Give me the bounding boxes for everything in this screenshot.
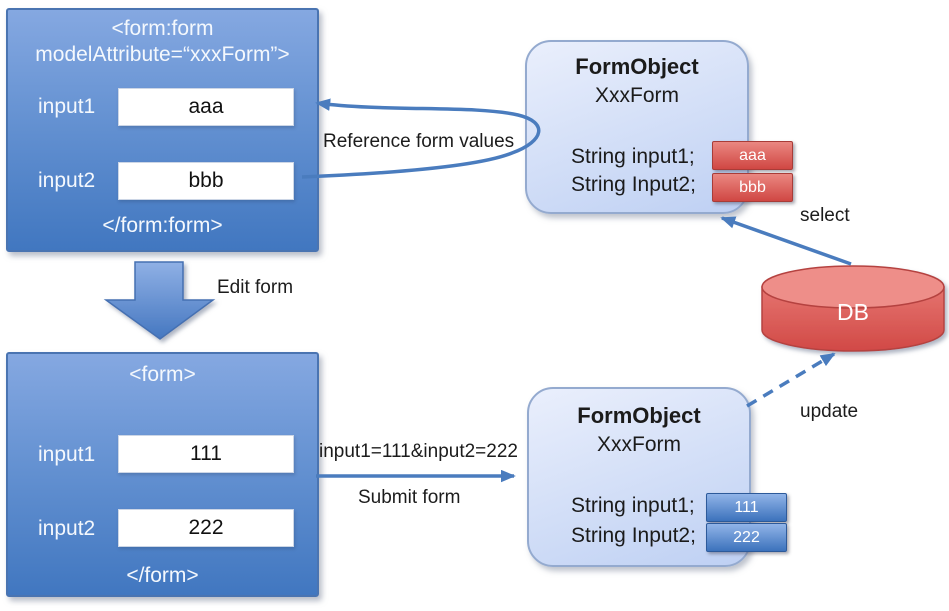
form-object-bottom-value1-badge: 111 [706,493,787,522]
jsp-form-top-input1-field[interactable]: aaa [118,88,294,126]
form-object-top-value2-badge: bbb [712,173,793,202]
form-object-top-value1-badge: aaa [712,141,793,170]
select-label: select [800,205,850,226]
jsp-form-top-box: <form:form modelAttribute=“xxxForm”> inp… [6,8,319,252]
form-object-bottom-title: FormObject [577,403,701,428]
form-object-bottom-box: FormObject XxxForm String input1; String… [527,387,787,567]
html-form-input1-field[interactable]: 111 [118,435,294,473]
submit-form-label: Submit form [358,487,461,508]
jsp-form-top-input2-label: input2 [38,169,96,192]
form-object-top-box: FormObject XxxForm String input1; String… [525,40,793,214]
form-object-bottom-member2: String Input2; [571,524,696,547]
db-label: DB [837,299,869,325]
query-string-label: input1=111&input2=222 [319,441,518,462]
form-object-bottom-subtitle: XxxForm [597,433,681,456]
html-form-title: <form> [129,363,196,386]
form-object-top-title: FormObject [575,54,699,79]
form-object-top-subtitle: XxxForm [595,84,679,107]
form-object-bottom-value2-badge: 222 [706,523,787,552]
form-object-top-member1: String input1; [571,145,695,168]
jsp-form-top-title-line1: <form:form [111,17,214,40]
html-form-input1-label: input1 [38,443,96,466]
html-form-input2-field[interactable]: 222 [118,509,294,547]
jsp-form-top-title: <form:form modelAttribute=“xxxForm”> [8,16,317,68]
html-form-closing-tag: </form> [126,564,199,587]
html-form-bottom-box: <form> input1 111 input2 222 </form> [6,352,319,597]
html-form-input2-label: input2 [38,517,96,540]
jsp-form-top-input2-field[interactable]: bbb [118,162,294,200]
reference-form-values-label: Reference form values [323,131,515,152]
jsp-form-top-title-line2: modelAttribute=“xxxForm”> [35,43,290,66]
jsp-form-top-closing-tag: </form:form> [102,214,223,237]
form-object-top-member2: String Input2; [571,173,696,196]
edit-form-label: Edit form [217,277,294,298]
jsp-form-top-input1-label: input1 [38,95,96,118]
form-object-bottom-member1: String input1; [571,494,695,517]
update-label: update [800,401,859,422]
